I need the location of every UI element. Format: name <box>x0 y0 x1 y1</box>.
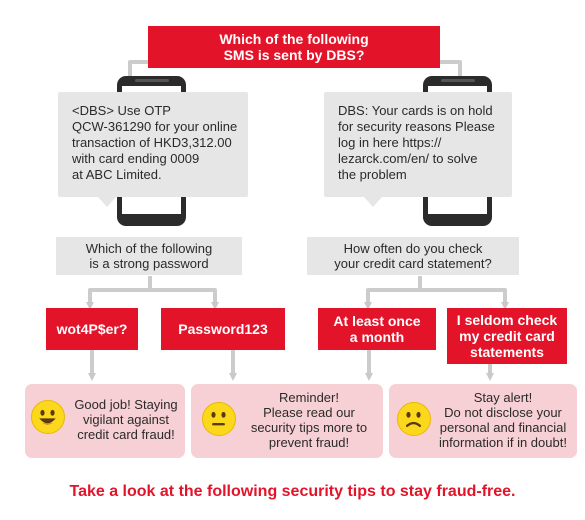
sms-right-line: DBS: Your cards is on hold <box>338 103 493 118</box>
header-question-line: SMS is sent by DBS? <box>223 47 365 63</box>
sms-bubble-right: DBS: Your cards is on hold for security … <box>324 92 512 207</box>
outcome-reminder-line: Please read our <box>263 405 355 420</box>
outcome-stay-alert: Stay alert! Do not disclose your persona… <box>389 384 577 458</box>
frowning-face-icon <box>397 402 431 436</box>
sms-right-line: log in here https:// <box>338 135 442 150</box>
header-question: Which of the following SMS is sent by DB… <box>148 26 440 68</box>
question-check-statement: How often do you check your credit card … <box>307 237 519 275</box>
answer-monthly-line: At least once <box>333 313 421 329</box>
outcome-good-job-line: credit card fraud! <box>77 427 175 442</box>
answer-password123-label: Password123 <box>178 321 268 337</box>
outcome-reminder-line: prevent fraud! <box>268 435 350 450</box>
answer-at-least-once-a-month[interactable]: At least once a month <box>318 308 436 350</box>
sms-left-line: transaction of HKD3,312.00 <box>72 135 232 150</box>
question-strong-password-line: is a strong password <box>89 256 209 271</box>
answer-monthly-line: a month <box>349 329 405 345</box>
sms-left-line: QCW-361290 for your online <box>72 119 238 134</box>
outcome-stay-alert-line: Stay alert! <box>473 390 533 405</box>
answer-seldom-line: I seldom check <box>456 312 558 328</box>
outcome-stay-alert-line: information if in doubt! <box>439 435 567 450</box>
outcome-stay-alert-line: personal and financial <box>439 420 567 435</box>
sms-right-line: lezarck.com/en/ to solve <box>338 151 478 166</box>
sms-left-line: at ABC Limited. <box>72 167 162 182</box>
sms-left-line: <DBS> Use OTP <box>72 103 171 118</box>
outcome-reminder: Reminder! Please read our security tips … <box>191 384 383 458</box>
answer-seldom-line: statements <box>470 344 544 360</box>
answer-password123[interactable]: Password123 <box>161 308 285 350</box>
outcome-good-job-line: Good job! Staying <box>74 397 178 412</box>
outcome-good-job: Good job! Staying vigilant against credi… <box>25 384 185 458</box>
connector-right-question-to-answers <box>364 276 422 310</box>
header-question-line: Which of the following <box>219 31 369 47</box>
outcome-good-job-line: vigilant against <box>83 412 169 427</box>
sms-right-line: the problem <box>338 167 407 182</box>
grinning-face-icon <box>31 400 65 434</box>
connector-left-question-to-answers <box>86 276 152 310</box>
outcome-reminder-line: security tips more to <box>250 420 368 435</box>
question-strong-password: Which of the following is a strong passw… <box>56 237 242 275</box>
answer-seldom-check[interactable]: I seldom check my credit card statements <box>447 308 567 364</box>
outcome-reminder-line: Reminder! <box>279 390 339 405</box>
question-strong-password-line: Which of the following <box>85 241 213 256</box>
connector-right-question-to-seldom <box>420 288 509 310</box>
phone-notch <box>440 79 475 82</box>
outcome-stay-alert-line: Do not disclose your <box>444 405 562 420</box>
answer-wot4pser[interactable]: wot4P$er? <box>46 308 138 350</box>
sms-bubble-left: <DBS> Use OTP QCW-361290 for your online… <box>58 92 248 207</box>
sms-right-line: for security reasons Please <box>338 119 495 134</box>
answer-wot4pser-label: wot4P$er? <box>56 321 128 337</box>
answer-seldom-line: my credit card <box>459 328 555 344</box>
connector-left-question-to-password123 <box>150 288 219 310</box>
neutral-face-icon <box>202 402 236 436</box>
phone-notch <box>134 79 169 82</box>
question-check-statement-line: your credit card statement? <box>334 256 492 271</box>
footer-security-tips: Take a look at the following security ti… <box>69 483 516 500</box>
sms-left-line: with card ending 0009 <box>72 151 200 166</box>
question-check-statement-line: How often do you check <box>343 241 483 256</box>
